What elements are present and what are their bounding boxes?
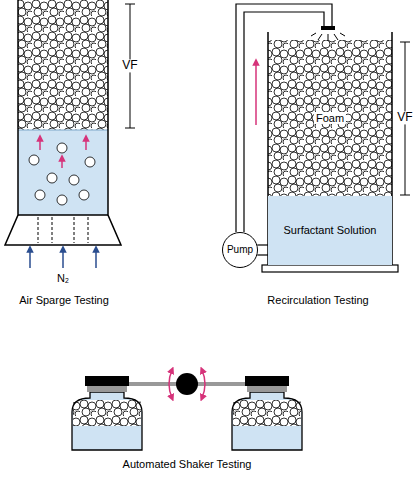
caption: Automated Shaker Testing bbox=[123, 458, 252, 470]
pump-circle: Pump bbox=[222, 232, 258, 268]
volume-label: VF bbox=[395, 111, 414, 124]
gas-label: N₂ bbox=[57, 272, 69, 284]
region-label: Foam bbox=[314, 112, 346, 124]
volume-label: VF bbox=[120, 59, 139, 72]
solution-band: Surfactant Solution bbox=[268, 196, 392, 265]
node-text: Pump bbox=[227, 244, 253, 256]
caption: Air Sparge Testing bbox=[19, 294, 109, 306]
node-text: Surfactant Solution bbox=[284, 224, 377, 237]
pipe-connector bbox=[257, 245, 268, 255]
caption: Recirculation Testing bbox=[267, 294, 368, 306]
